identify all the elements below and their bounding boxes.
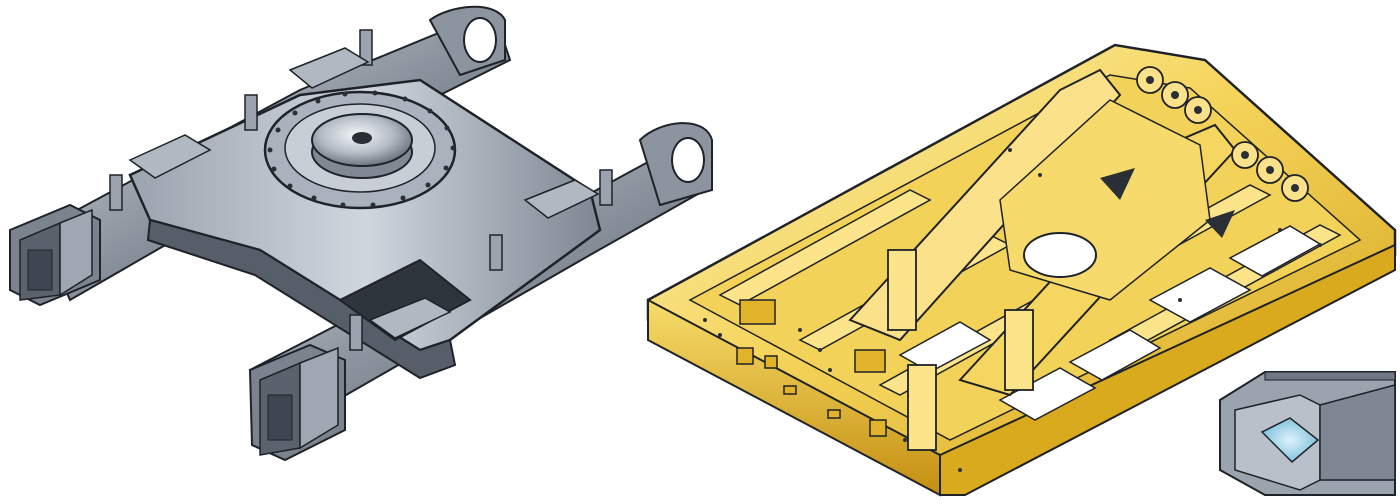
upper-structure-frame (646, 43, 1397, 497)
web-triangle-cutout-right (1205, 210, 1235, 238)
rear-track-end (9, 203, 101, 307)
undercarriage-frame (9, 5, 713, 462)
slewing-bearing-cutaway (1219, 371, 1396, 496)
frame-deck-openings (898, 225, 1322, 421)
front-wall-details (736, 299, 887, 437)
flange-bolt-holes (267, 90, 456, 208)
front-idler-clevis (638, 122, 713, 207)
bearing-roller (1260, 417, 1320, 464)
front-track-end (248, 343, 346, 462)
bearing-gear-teeth (1264, 371, 1396, 381)
web-triangle-cutout (1100, 168, 1135, 200)
frame-posts (887, 249, 1034, 451)
boom-foot-left-plate (848, 68, 1122, 342)
frame-right-wall (939, 243, 1396, 496)
rear-idler-clevis (428, 5, 506, 77)
center-hub-hole (352, 132, 372, 144)
car-body-skirt (146, 218, 457, 380)
mounting-pads (128, 47, 600, 339)
rail-brackets (109, 29, 613, 351)
lug-holes (1146, 76, 1299, 192)
swing-bearing-opening (1023, 232, 1097, 278)
frame-rivet-dots (703, 148, 1322, 472)
bearing-cross-section (1319, 384, 1396, 481)
